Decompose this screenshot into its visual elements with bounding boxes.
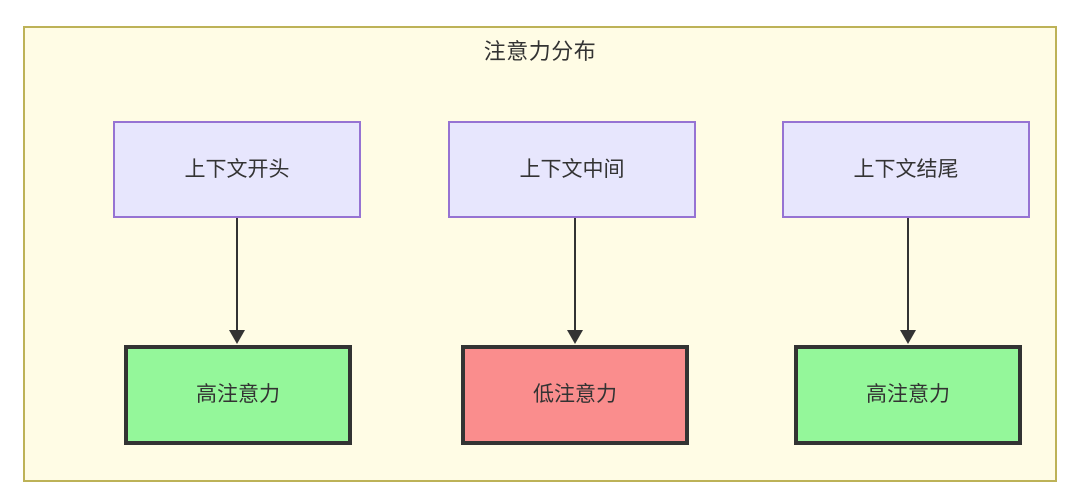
node-context-middle[interactable]: 上下文中间 <box>448 121 696 218</box>
node-low-attention-middle[interactable]: 低注意力 <box>461 345 689 445</box>
node-context-middle-label: 上下文中间 <box>519 157 625 181</box>
attention-distribution-container: 注意力分布 上下文开头 上下文中间 上下文结尾 高注意力 低注意力 高注意力 <box>23 26 1057 482</box>
node-context-start-label: 上下文开头 <box>184 157 290 181</box>
node-high-attention-end[interactable]: 高注意力 <box>794 345 1022 445</box>
node-high-attention-start-label: 高注意力 <box>196 383 280 406</box>
node-context-start[interactable]: 上下文开头 <box>113 121 361 218</box>
edge-context-middle-to-low-attention <box>574 218 576 331</box>
node-high-attention-start[interactable]: 高注意力 <box>124 345 352 445</box>
node-context-end-label: 上下文结尾 <box>853 157 959 181</box>
edge-context-end-to-high-attention <box>907 218 909 331</box>
node-high-attention-end-label: 高注意力 <box>866 383 950 406</box>
edge-context-start-to-high-attention <box>236 218 238 331</box>
node-low-attention-middle-label: 低注意力 <box>533 383 617 406</box>
node-context-end[interactable]: 上下文结尾 <box>782 121 1030 218</box>
container-title: 注意力分布 <box>483 39 597 64</box>
